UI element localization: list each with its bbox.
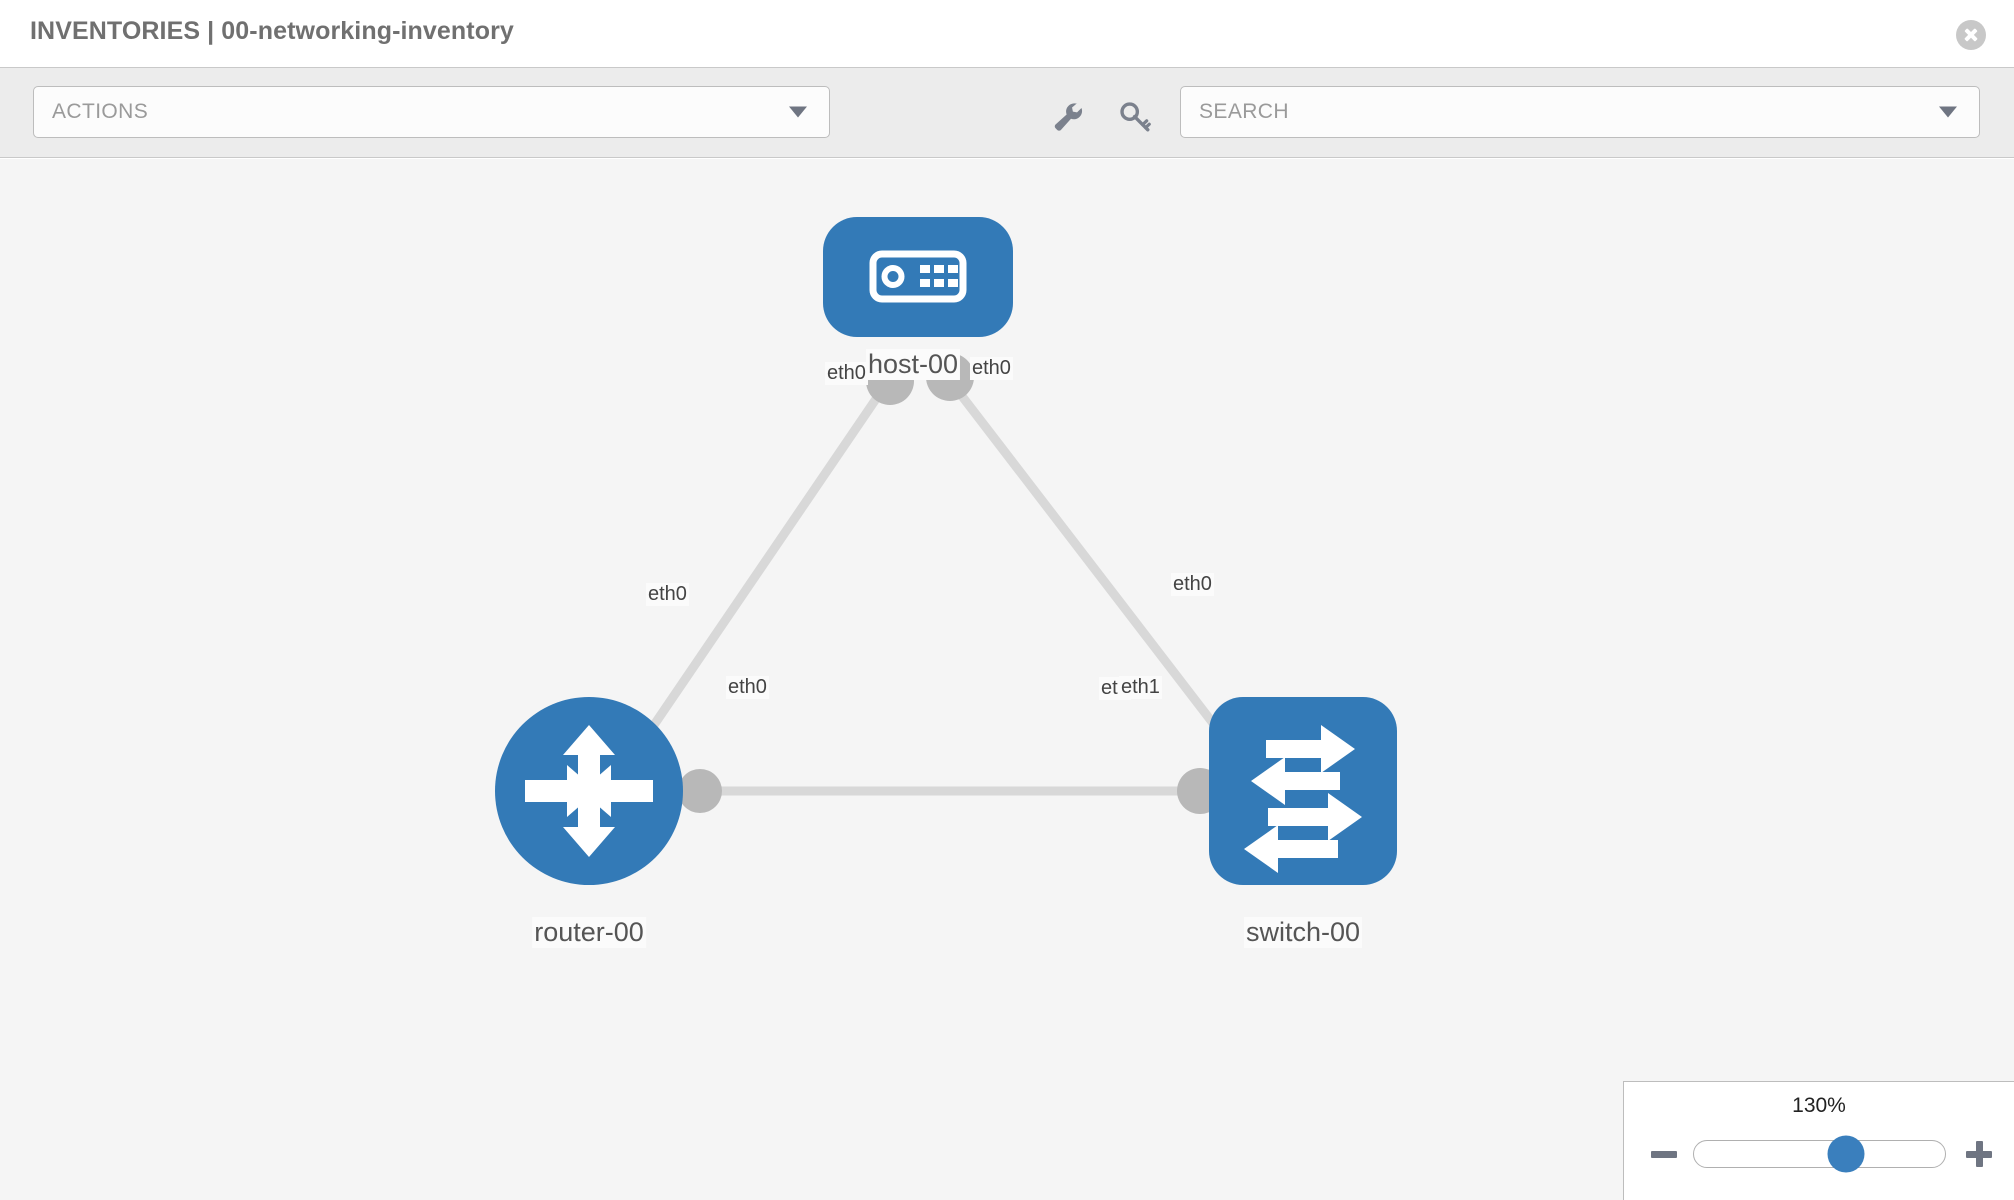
- zoom-slider-handle[interactable]: [1827, 1135, 1865, 1173]
- search-input[interactable]: SEARCH: [1180, 86, 1980, 138]
- key-icon[interactable]: [1118, 100, 1152, 134]
- page-header: INVENTORIES | 00-networking-inventory: [0, 0, 2014, 68]
- iface-label: eth0: [1171, 573, 1214, 596]
- link-host-router: [605, 371, 897, 794]
- node-host-00[interactable]: [823, 217, 1013, 337]
- iface-label: eth0: [970, 357, 1013, 380]
- chevron-down-icon: [1939, 106, 1957, 118]
- zoom-slider[interactable]: [1693, 1135, 1946, 1173]
- zoom-in-button[interactable]: [1966, 1141, 1992, 1167]
- chevron-down-icon: [789, 106, 807, 118]
- iface-label: eth0: [825, 362, 868, 385]
- close-icon[interactable]: [1956, 20, 1986, 50]
- toolbar: ACTIONS SEARCH: [0, 68, 2014, 158]
- node-router-00[interactable]: [495, 697, 683, 885]
- zoom-control-panel: 130%: [1623, 1081, 2014, 1200]
- page-title: INVENTORIES | 00-networking-inventory: [30, 17, 514, 45]
- node-label-router-00: router-00: [532, 917, 646, 948]
- actions-dropdown-value: ACTIONS: [52, 100, 149, 123]
- search-input-placeholder: SEARCH: [1199, 100, 1289, 123]
- iface-label: eth0: [726, 676, 769, 699]
- iface-label: eth0: [646, 583, 689, 606]
- server-icon: [869, 250, 967, 303]
- switch-arrows-icon: [1244, 725, 1362, 873]
- wrench-icon[interactable]: [1051, 100, 1085, 134]
- router-arrows-icon: [525, 725, 653, 857]
- node-label-host-00: host-00: [865, 349, 961, 380]
- zoom-level-value: 130%: [1792, 1094, 1846, 1117]
- zoom-slider-row: [1624, 1134, 2014, 1174]
- node-switch-00[interactable]: [1209, 697, 1397, 885]
- topology-canvas[interactable]: host-00 router-00 switch-00 eth0 eth0 et…: [0, 159, 2014, 1200]
- topology-graph[interactable]: [0, 159, 2014, 1200]
- iface-label: eth1: [1119, 676, 1162, 699]
- node-label-switch-00: switch-00: [1243, 917, 1363, 948]
- connector-router-right: [678, 769, 722, 813]
- zoom-out-button[interactable]: [1651, 1141, 1677, 1167]
- actions-dropdown[interactable]: ACTIONS: [33, 86, 830, 138]
